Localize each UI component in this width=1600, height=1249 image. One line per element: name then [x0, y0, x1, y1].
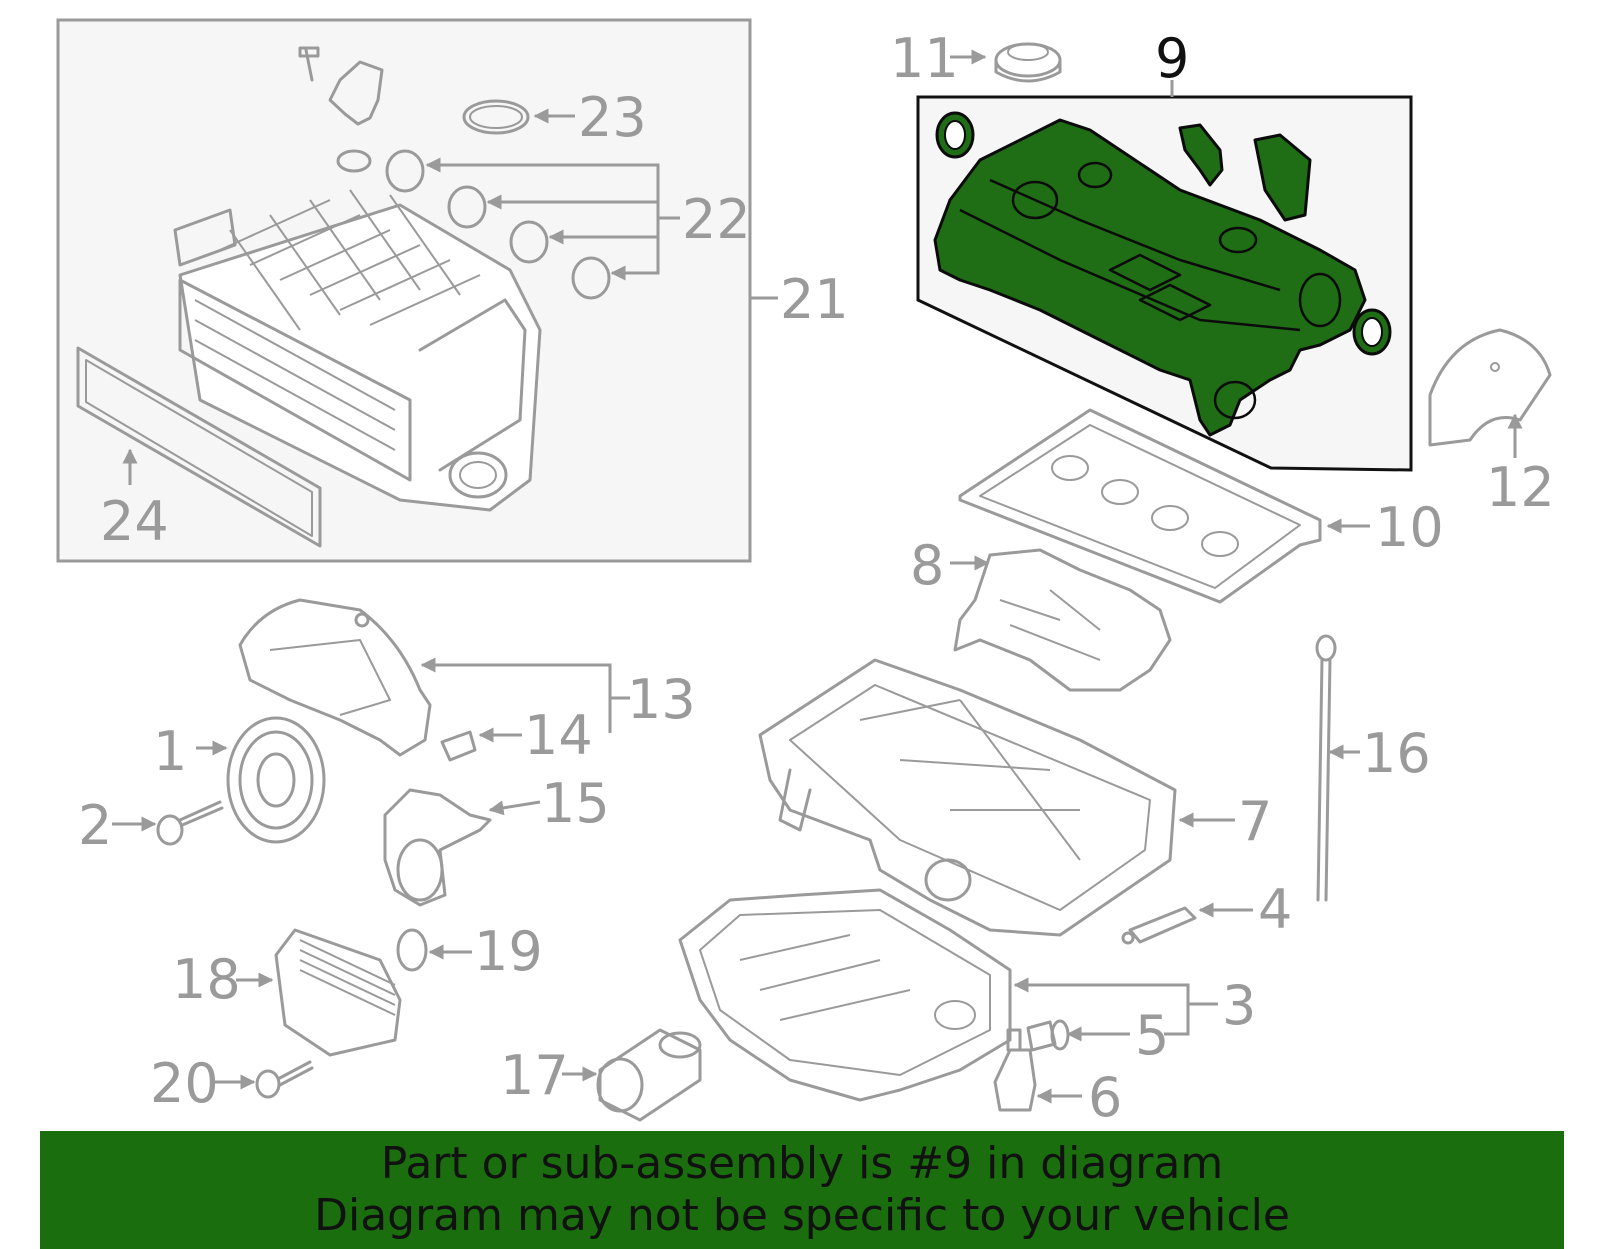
part-6-oil-level-sensor[interactable]	[993, 1028, 1037, 1112]
part-17-oil-filter[interactable]	[596, 1028, 702, 1122]
part-15-bracket[interactable]	[383, 788, 492, 907]
callout-7: 7	[1238, 790, 1272, 853]
callout-17: 17	[500, 1044, 569, 1107]
part-4-plug[interactable]	[1121, 906, 1197, 945]
banner-line-1: Part or sub-assembly is #9 in diagram	[380, 1138, 1224, 1189]
part-8-baffle[interactable]	[953, 548, 1172, 692]
part-24-gasket[interactable]	[76, 346, 322, 548]
callout-2: 2	[78, 794, 112, 857]
callout-labels: 1 2 3 4 5 6 7 8 9 10 11 12 13 14 15 16 1…	[78, 27, 1555, 1129]
callout-4: 4	[1258, 878, 1292, 941]
callout-5: 5	[1135, 1004, 1169, 1067]
callout-11: 11	[890, 27, 959, 90]
part-16-dipstick[interactable]	[1315, 634, 1337, 902]
part-22-seal-rings[interactable]	[385, 149, 611, 300]
callout-6: 6	[1088, 1066, 1122, 1129]
callout-13: 13	[627, 668, 696, 731]
part-5-drain-plug[interactable]	[1026, 1019, 1070, 1052]
callout-23: 23	[578, 86, 647, 149]
callout-12: 12	[1486, 456, 1555, 519]
part-11-oil-cap[interactable]	[994, 42, 1062, 83]
part-10-gasket[interactable]	[958, 408, 1322, 604]
callout-14: 14	[524, 704, 593, 767]
callout-22: 22	[682, 188, 751, 251]
callout-3: 3	[1222, 974, 1256, 1037]
callout-1: 1	[153, 720, 187, 783]
callout-21: 21	[780, 268, 849, 331]
callout-19: 19	[474, 920, 543, 983]
part-19-o-ring[interactable]	[396, 928, 428, 972]
part-13-cover[interactable]	[238, 598, 432, 757]
callout-20: 20	[150, 1052, 219, 1115]
callout-18: 18	[172, 948, 241, 1011]
part-12-timing-cover[interactable]	[1428, 328, 1552, 447]
callout-9: 9	[1155, 27, 1189, 90]
part-3-oil-pan-lower[interactable]	[678, 888, 1012, 1102]
leader-lines	[112, 49, 1523, 1104]
callout-24: 24	[100, 490, 169, 553]
part-2-bolt[interactable]	[156, 800, 224, 846]
callout-8: 8	[910, 534, 944, 597]
part-7-oil-pan-upper[interactable]	[758, 658, 1177, 937]
info-banner: Part or sub-assembly is #9 in diagram Di…	[40, 1131, 1564, 1249]
banner-line-2: Diagram may not be specific to your vehi…	[314, 1190, 1290, 1241]
part-23-sensor[interactable]	[298, 46, 530, 173]
part-20-bolt[interactable]	[255, 1060, 314, 1099]
part-14-bracket[interactable]	[440, 730, 477, 762]
part-21-intake-manifold[interactable]	[173, 189, 542, 512]
part-18-oil-cooler[interactable]	[274, 928, 402, 1057]
callout-16: 16	[1362, 722, 1431, 785]
callout-15: 15	[541, 772, 610, 835]
callout-10: 10	[1375, 496, 1444, 559]
part-9-valve-cover[interactable]	[933, 111, 1392, 437]
part-1-pulley[interactable]	[226, 716, 326, 844]
